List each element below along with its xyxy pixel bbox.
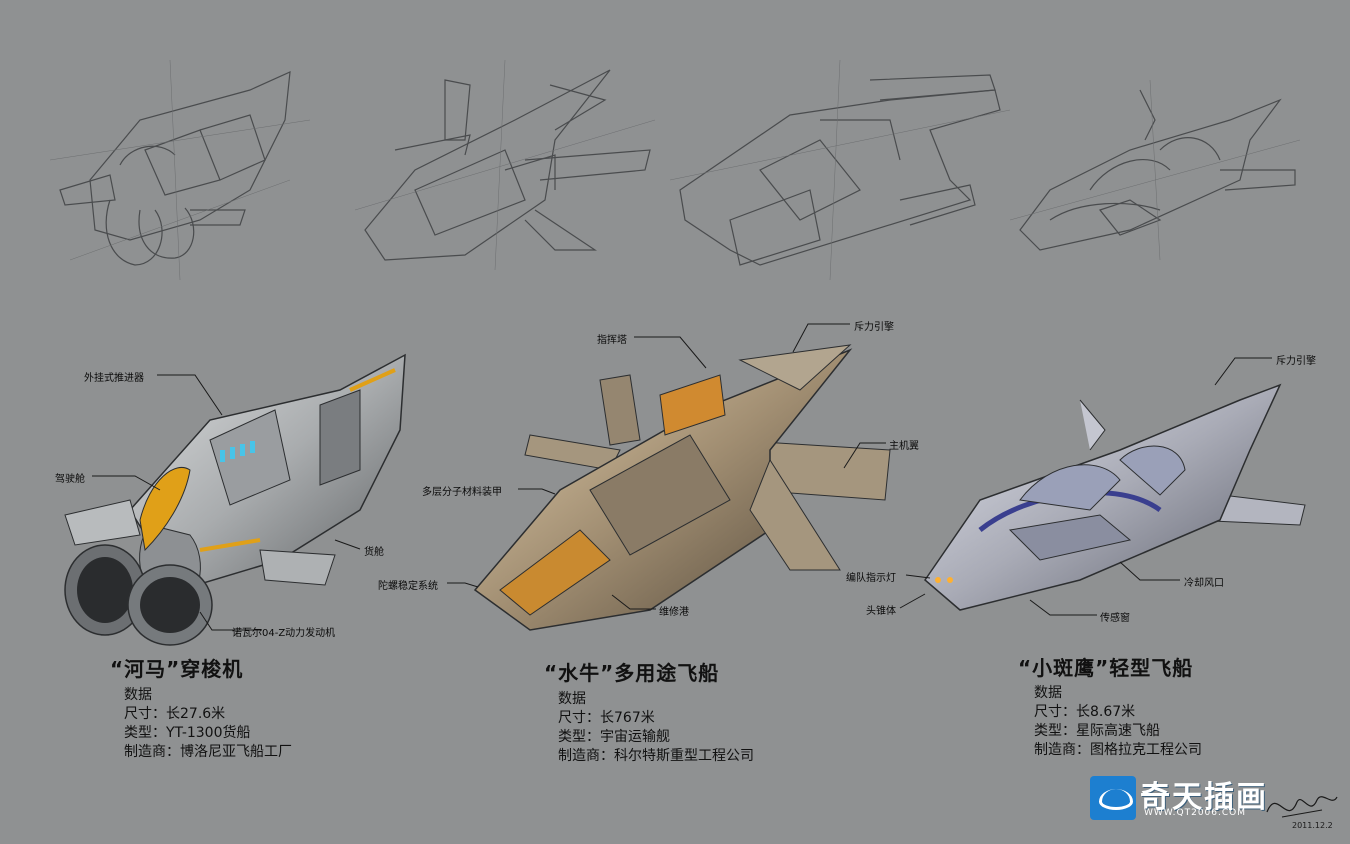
- sketch-ox: [355, 60, 655, 270]
- callout-hippo-thruster: 外挂式推进器: [84, 373, 144, 384]
- callout-hawk-nose: 头锥体: [866, 606, 896, 617]
- logo-name: 奇天插画: [1140, 780, 1268, 815]
- ship-spec-hippo: 数据 尺寸：长27.6米 类型：YT-1300货船 制造商：博洛尼亚飞船工厂: [124, 686, 292, 762]
- ship-spec-ox: 数据 尺寸：长767米 类型：宇宙运输舰 制造商：科尔特斯重型工程公司: [558, 690, 754, 766]
- render-hawk: [924, 383, 1306, 611]
- callout-hawk-sensor: 传感窗: [1100, 613, 1130, 624]
- spec-size: 尺寸：长27.6米: [124, 706, 226, 722]
- ship-title-hippo: “河马”穿梭机: [110, 657, 244, 681]
- logo-url: WWW.QT2006.COM: [1144, 808, 1247, 818]
- sketch-tanker: [670, 60, 1010, 280]
- spec-data-label: 数据: [124, 687, 152, 703]
- ship-title-ox: “水牛”多用途飞船: [544, 661, 720, 685]
- spec-maker: 制造商：图格拉克工程公司: [1034, 742, 1202, 758]
- qitian-logo: 奇天插画 WWW.QT2006.COM: [1090, 772, 1280, 822]
- callout-ox-tower: 指挥塔: [597, 335, 627, 346]
- callout-ox-armor: 多层分子材料装甲: [422, 487, 502, 498]
- callout-hippo-cockpit: 驾驶舱: [55, 474, 85, 485]
- spec-type: 类型：宇宙运输舰: [558, 729, 670, 745]
- ship-title-hawk: “小斑鹰”轻型飞船: [1018, 656, 1194, 680]
- artist-signature: 2011.12.2: [1266, 796, 1338, 830]
- callout-ox-dock: 维修港: [659, 607, 689, 618]
- sketch-hawk: [1010, 80, 1300, 260]
- callout-ox-gyro: 陀螺稳定系统: [378, 581, 438, 592]
- spec-maker: 制造商：博洛尼亚飞船工厂: [124, 744, 292, 760]
- spec-data-label: 数据: [558, 691, 586, 707]
- spec-maker: 制造商：科尔特斯重型工程公司: [558, 748, 754, 764]
- callout-hawk-cooling: 冷却风口: [1184, 578, 1224, 589]
- callout-ox-repulsor: 斥力引擎: [854, 322, 894, 333]
- render-ox: [473, 344, 891, 631]
- spec-type: 类型：星际高速飞船: [1034, 723, 1160, 739]
- spec-type: 类型：YT-1300货船: [124, 725, 251, 741]
- spec-data-label: 数据: [1034, 685, 1062, 701]
- callout-hawk-repulsor: 斥力引擎: [1276, 356, 1316, 367]
- spec-size: 尺寸：长767米: [558, 710, 655, 726]
- callout-hippo-engine: 诺瓦尔04-Z动力发动机: [232, 628, 336, 639]
- render-hippo: [64, 353, 406, 646]
- spec-size: 尺寸：长8.67米: [1034, 704, 1136, 720]
- bird-logo-icon: [1090, 776, 1136, 820]
- callout-ox-wing: 主机翼: [889, 441, 919, 452]
- callout-hippo-cargo: 货舱: [364, 547, 384, 558]
- callout-hawk-formation-light: 编队指示灯: [846, 573, 896, 584]
- signature-date: 2011.12.2: [1292, 821, 1333, 830]
- ship-spec-hawk: 数据 尺寸：长8.67米 类型：星际高速飞船 制造商：图格拉克工程公司: [1034, 684, 1202, 760]
- sketch-hippo: [50, 60, 310, 280]
